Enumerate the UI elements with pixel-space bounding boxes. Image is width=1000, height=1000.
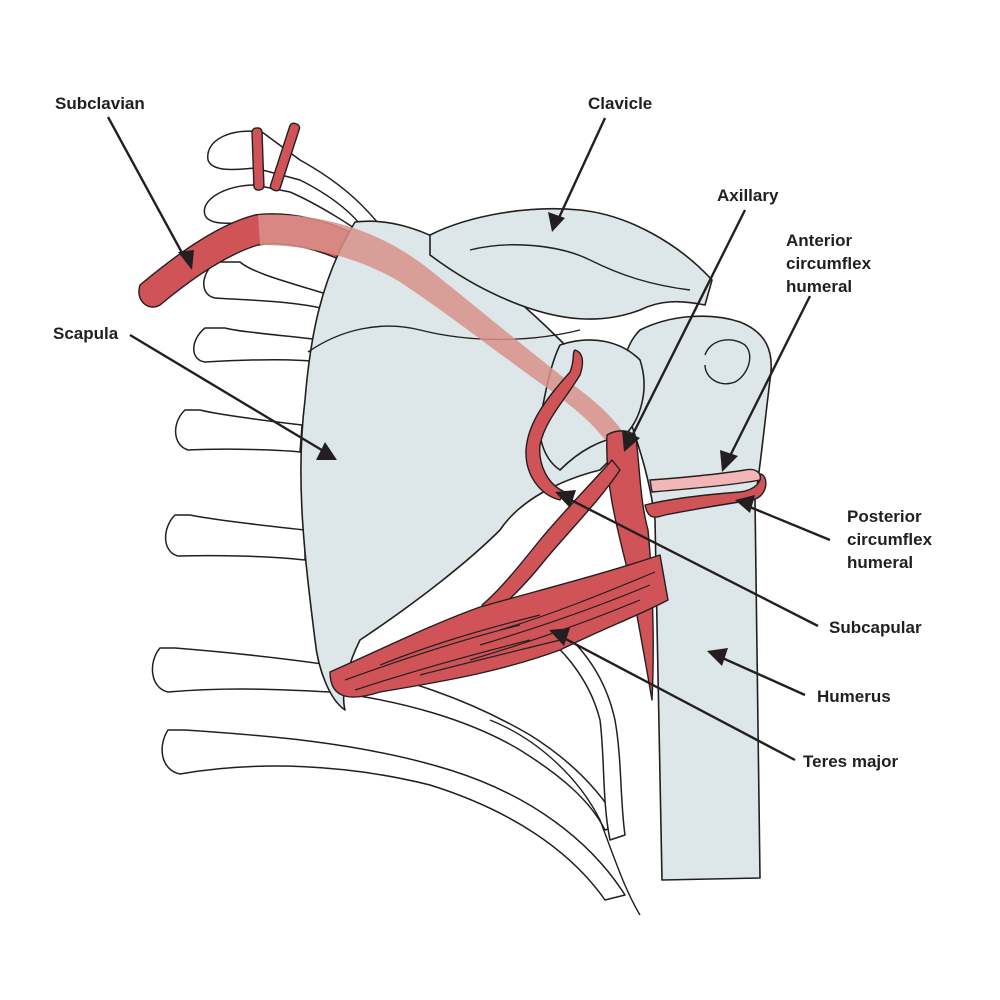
- label-clavicle: Clavicle: [588, 94, 652, 113]
- neck-vessel-2: [269, 122, 301, 192]
- arrowhead-clavicle: [548, 212, 565, 232]
- arrowhead-humerus: [707, 648, 728, 666]
- posterior-circumflex-humeral-artery: [644, 473, 767, 518]
- arrowhead-subclavian: [178, 250, 194, 270]
- neck-vessel-1: [251, 127, 265, 191]
- leader-lines: [106, 116, 831, 762]
- rib-8: [161, 729, 626, 901]
- rib-lower-contour: [489, 719, 641, 916]
- rib-3: [203, 261, 346, 311]
- teres-major-muscle: [329, 554, 669, 698]
- label-scapula: Scapula: [53, 324, 119, 343]
- pointer-subclavian: [106, 116, 189, 263]
- label-subclavian: Subclavian: [55, 94, 145, 113]
- label-posterior-circumflex-line2: circumflex: [847, 530, 933, 549]
- label-anterior-circumflex-line1: Anterior: [786, 231, 853, 250]
- arrowhead-anterior-circumflex: [720, 450, 738, 472]
- pointer-axillary: [628, 209, 747, 441]
- axillary-artery-behind-bone: [258, 214, 625, 440]
- humeral-head-detail: [704, 339, 751, 385]
- muscle-fiber: [419, 639, 561, 676]
- arrowhead-subcapular: [555, 490, 576, 508]
- label-anterior-circumflex-line3: humeral: [786, 277, 852, 296]
- rib-9: [519, 614, 626, 841]
- muscle-fiber: [499, 571, 656, 631]
- labels: Subclavian Clavicle Axillary Anterior ci…: [53, 94, 933, 771]
- pointer-humerus: [717, 654, 806, 697]
- muscle-fiber: [379, 614, 541, 666]
- label-posterior-circumflex-line1: Posterior: [847, 507, 922, 526]
- label-posterior-circumflex-line3: humeral: [847, 553, 913, 572]
- neck-vessels: [251, 122, 301, 192]
- rib-6: [164, 514, 306, 561]
- arrowhead-axillary: [622, 430, 640, 452]
- rib-5: [174, 409, 303, 453]
- anterior-circumflex-humeral-artery: [649, 468, 762, 493]
- pointer-subcapular: [564, 495, 819, 628]
- subscapular-loop-branch: [525, 349, 584, 501]
- label-subcapular: Subcapular: [829, 618, 922, 637]
- arrowhead-teres-major: [549, 628, 570, 646]
- muscle-fiber: [344, 624, 521, 681]
- muscle-fiber: [354, 639, 531, 691]
- arrowhead-scapula: [316, 442, 337, 460]
- pointer-anterior-circumflex: [725, 295, 812, 463]
- arrowhead-posterior-circumflex: [735, 495, 755, 513]
- label-anterior-circumflex-line2: circumflex: [786, 254, 872, 273]
- scapula-spine: [307, 325, 581, 353]
- label-teres-major: Teres major: [803, 752, 899, 771]
- label-humerus: Humerus: [817, 687, 891, 706]
- pointer-teres-major: [559, 634, 796, 762]
- label-axillary: Axillary: [717, 186, 779, 205]
- rib-4: [193, 327, 323, 363]
- pointer-posterior-circumflex: [744, 503, 831, 542]
- clavicle-detail: [469, 244, 691, 291]
- muscle-fiber: [469, 599, 641, 661]
- muscle-fiber: [479, 584, 651, 646]
- clavicle: [429, 207, 713, 320]
- pointer-clavicle: [555, 117, 607, 223]
- pointer-scapula: [129, 333, 326, 454]
